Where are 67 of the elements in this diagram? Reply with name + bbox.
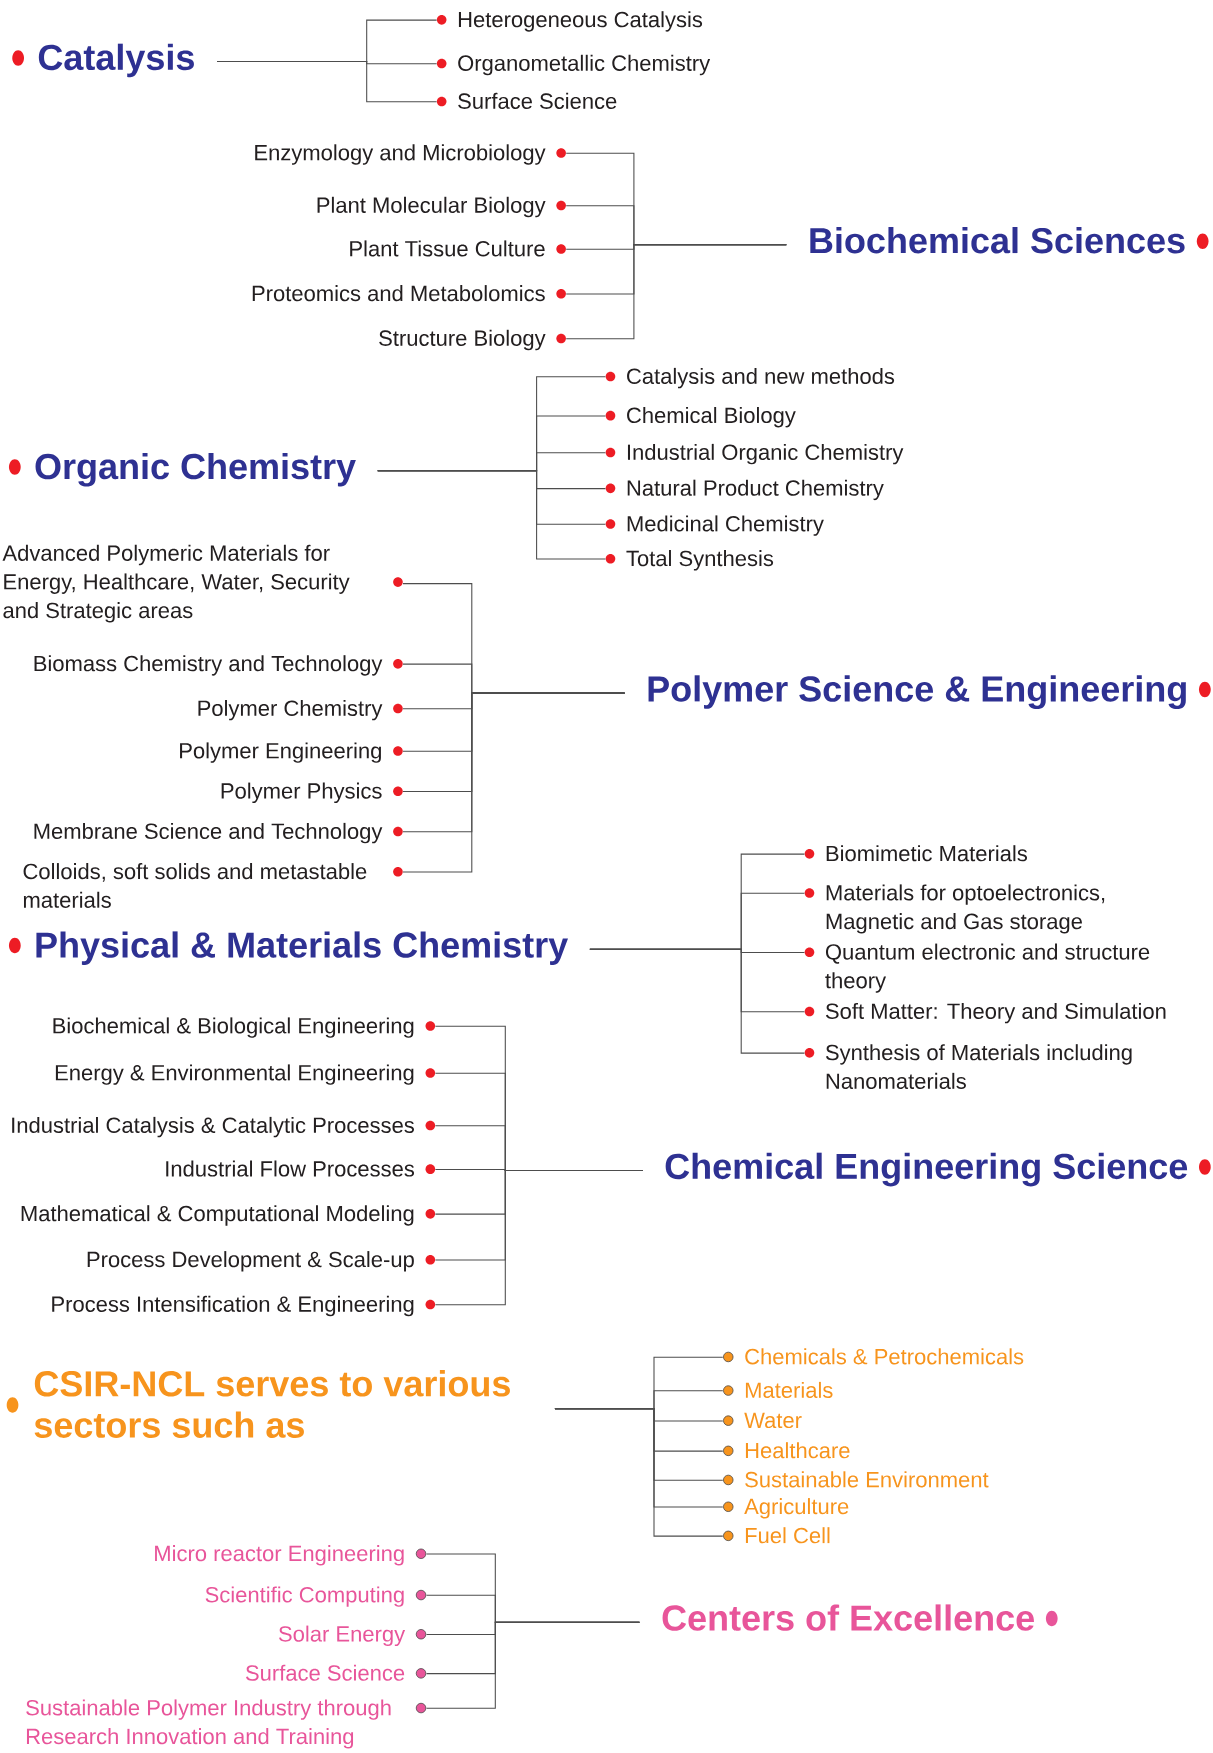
connector: [565, 244, 787, 340]
connector: [589, 948, 805, 1054]
list-item: Micro reactor Engineering: [155, 1545, 427, 1566]
heading: Catalysis: [12, 43, 194, 78]
list-item: Sustainable Polymer Industry through Research Innovation and Training: [26, 1699, 427, 1749]
list-item: Process Development & Scale-up: [87, 1251, 436, 1272]
list-item: Natural Product Chemistry: [605, 479, 884, 501]
list-item: Surface Science: [436, 92, 617, 109]
list-item: Mathematical & Computational Modeling: [21, 1205, 436, 1226]
list-item: Proteomics and Metabolomics: [252, 285, 566, 302]
heading: Physical & Materials Chemistry: [8, 931, 568, 965]
heading: Polymer Science & Engineering: [648, 675, 1211, 709]
list-item: Biochemical & Biological Engineering: [53, 1017, 436, 1038]
list-item: Soft Matter: Theory and Simulation: [804, 1002, 1166, 1024]
heading: Centers of Excellence: [662, 1604, 1058, 1631]
list-item: Polymer Engineering: [180, 742, 403, 763]
list-item: Solar Energy: [279, 1625, 427, 1647]
list-item: Agriculture: [723, 1498, 849, 1519]
connector: [216, 60, 438, 103]
list-item: Healthcare: [723, 1442, 850, 1459]
list-item: Plant Tissue Culture: [350, 240, 566, 257]
list-item: Water: [723, 1412, 802, 1429]
list-item: Scientific Computing: [205, 1586, 427, 1607]
list-item: Materials: [723, 1381, 833, 1398]
node-label: Chemical Biology: [627, 406, 796, 428]
connector: [434, 1169, 644, 1306]
list-item: Process Intensification & Engineering: [52, 1295, 436, 1317]
list-item: Energy & Environmental Engineering: [55, 1064, 436, 1085]
node-label: Water: [744, 1412, 802, 1429]
list-item: Industrial Flow Processes: [166, 1160, 436, 1177]
connector: [377, 470, 606, 560]
list-item: Chemicals & Petrochemicals: [723, 1348, 1024, 1365]
list-item: Catalysis and new methods: [605, 367, 895, 389]
connector: [425, 1621, 640, 1709]
list-item: Colloids, soft solids and metastable materials: [23, 863, 403, 908]
list-item: Fuel Cell: [723, 1527, 830, 1544]
list-item: Organometallic Chemistry: [436, 54, 711, 76]
list-item: Quantum electronic and structure theory: [804, 943, 1150, 993]
list-item: Sustainable Environment: [723, 1471, 989, 1488]
node-label: Healthcare: [745, 1442, 850, 1459]
list-item: Industrial Catalysis & Catalytic Processes: [12, 1116, 436, 1138]
list-item: Polymer Chemistry: [198, 699, 403, 721]
connector: [402, 692, 626, 873]
heading: Biochemical Sciences: [810, 227, 1209, 254]
heading: Organic Chemistry: [8, 452, 356, 487]
list-item: Biomass Chemistry and Technology: [34, 655, 403, 676]
list-item: Chemical Biology: [605, 407, 796, 428]
node-label: Agriculture: [744, 1498, 849, 1519]
list-item: Industrial Organic Chemistry: [605, 443, 904, 465]
heading: Chemical Engineering Science: [665, 1152, 1211, 1187]
list-item: Advanced Polymeric Materials for Energy, Healthcare, Water, Security and Strategic areas: [2, 544, 403, 623]
list-item: Heterogeneous Catalysis: [436, 11, 703, 32]
list-item: Surface Science: [245, 1664, 427, 1681]
list-item: Structure Biology: [379, 329, 566, 351]
list-item: Polymer Physics: [221, 782, 403, 804]
heading: CSIR-NCL serves to various sectors such as: [6, 1370, 510, 1438]
list-item: Biomimetic Materials: [804, 845, 1027, 862]
list-item: Membrane Science and Technology: [34, 822, 403, 844]
list-item: Total Synthesis: [605, 550, 774, 571]
node-label: Materials: [745, 1381, 833, 1399]
node-label: Fuel Cell: [745, 1527, 830, 1544]
list-item: Enzymology and Microbiology: [255, 144, 566, 165]
connector: [554, 1408, 724, 1537]
list-item: Plant Molecular Biology: [317, 196, 566, 218]
list-item: Medicinal Chemistry: [605, 515, 824, 536]
list-item: Synthesis of Materials including Nanomaterials: [804, 1044, 1132, 1089]
list-item: Materials for optoelectronics, Magnetic and Gas storage: [804, 884, 1105, 934]
